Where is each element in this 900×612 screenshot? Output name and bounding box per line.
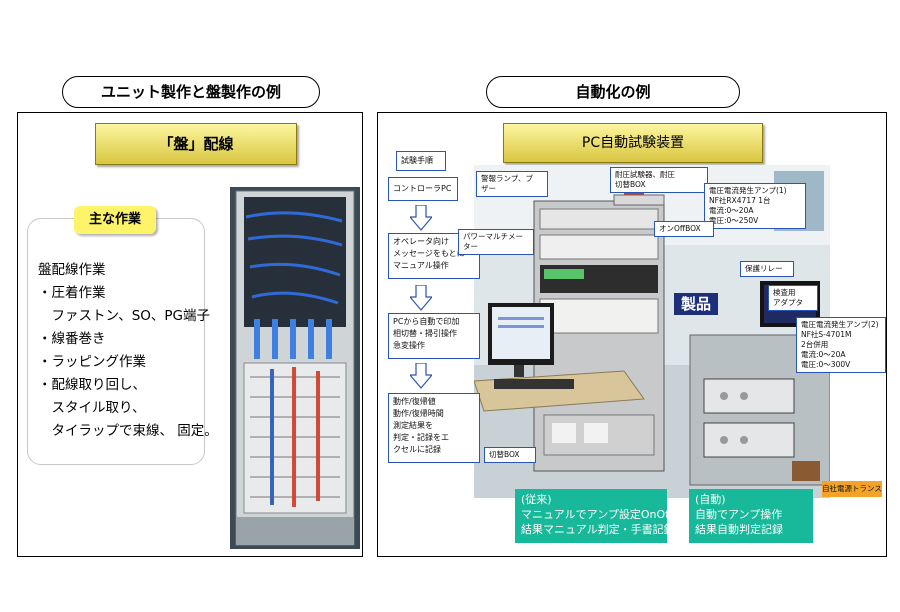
conventional-method-box: (従来) マニュアルでアンプ設定OnOff 結果マニュアル判定・手書記録 <box>515 489 675 543</box>
left-panel: 「盤」配線 盤配線作業 ・圧着作業 ファストン、SO、PG端子 ・線番巻き ・ラ… <box>17 112 363 557</box>
main-tasks-badge: 主な作業 <box>74 206 156 234</box>
task-line: ・線番巻き <box>38 331 106 347</box>
panel-wiring-title: 「盤」配線 <box>95 123 297 165</box>
left-section-header: ユニット製作と盤製作の例 <box>62 76 320 108</box>
callout-onoff-box: オンOffBOX <box>654 221 714 237</box>
flow-step: PCから自動で印加 相切替・掃引操作 急変操作 <box>388 313 480 359</box>
flow-title: 試験手順 <box>396 151 446 171</box>
task-line: 盤配線作業 <box>38 262 106 278</box>
task-line: ファストン、SO、PG端子 <box>38 308 210 324</box>
flow-step: コントローラPC <box>388 177 458 201</box>
automated-method-box: (自動) 自動でアンプ操作 結果自動判定記録 <box>689 489 813 543</box>
wiring-panel-photo <box>230 187 360 549</box>
callout-test-adapter: 検査用 アダプタ <box>768 285 818 311</box>
callout-alarm: 警報ランプ、ブ ザー <box>476 171 548 197</box>
right-panel: PC自動試験装置 <box>377 112 887 557</box>
callout-power-transformer: 自社電源トランス <box>822 481 882 497</box>
right-section-header: 自動化の例 <box>486 76 740 108</box>
callout-amp-2: 電圧電流発生アンプ(2) NF社S-4701M 2台併用 電流:0～20A 電圧… <box>796 317 886 373</box>
down-arrow-icon <box>410 285 432 311</box>
task-list-box: 盤配線作業 ・圧着作業 ファストン、SO、PG端子 ・線番巻き ・ラッピング作業… <box>27 218 218 465</box>
product-label: 製品 <box>674 293 718 315</box>
callout-protection-relay: 保護リレー <box>740 261 794 277</box>
task-line: ・配線取り回し、 <box>38 377 146 393</box>
callout-power-meter: パワーマルチメー ター <box>458 229 534 255</box>
callout-withstand-tester: 耐圧試験器、耐圧 切替BOX <box>610 167 708 193</box>
task-list: 盤配線作業 ・圧着作業 ファストン、SO、PG端子 ・線番巻き ・ラッピング作業… <box>38 259 218 443</box>
task-line: ・圧着作業 <box>38 285 106 301</box>
callout-switch-box: 切替BOX <box>484 447 536 463</box>
flow-step: 動作/復帰値 動作/復帰時間 測定結果を 判定・記録をエ クセルに記録 <box>388 393 480 463</box>
task-line: スタイル取り、 <box>38 400 146 416</box>
down-arrow-icon <box>410 363 432 389</box>
auto-test-title: PC自動試験装置 <box>503 123 763 163</box>
callout-amp-1: 電圧電流発生アンプ(1) NF社RX4717 1台 電流:0～20A 電圧:0～… <box>704 183 806 229</box>
task-line: タイラップで束線、 固定。 <box>38 423 218 439</box>
down-arrow-icon <box>410 205 432 231</box>
task-line: ・ラッピング作業 <box>38 354 146 370</box>
